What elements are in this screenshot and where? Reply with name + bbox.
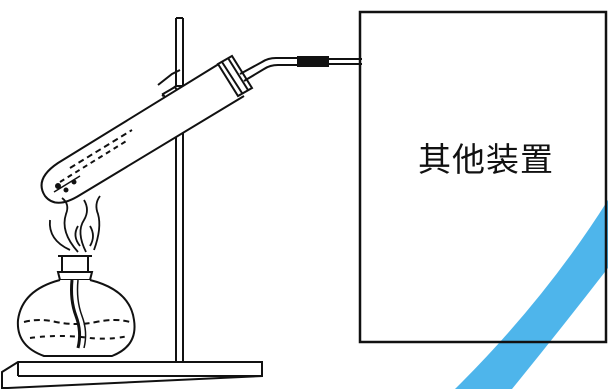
other-apparatus-label: 其他装置 <box>418 140 554 179</box>
other-apparatus-box <box>358 10 608 344</box>
watermark-arc <box>455 200 608 389</box>
test-tube <box>40 61 245 204</box>
flame <box>48 195 101 253</box>
stand-rod <box>175 17 184 362</box>
stopper <box>216 54 254 98</box>
spirit-lamp <box>16 255 136 357</box>
delivery-tube <box>239 56 362 82</box>
stand-base <box>1 361 263 389</box>
